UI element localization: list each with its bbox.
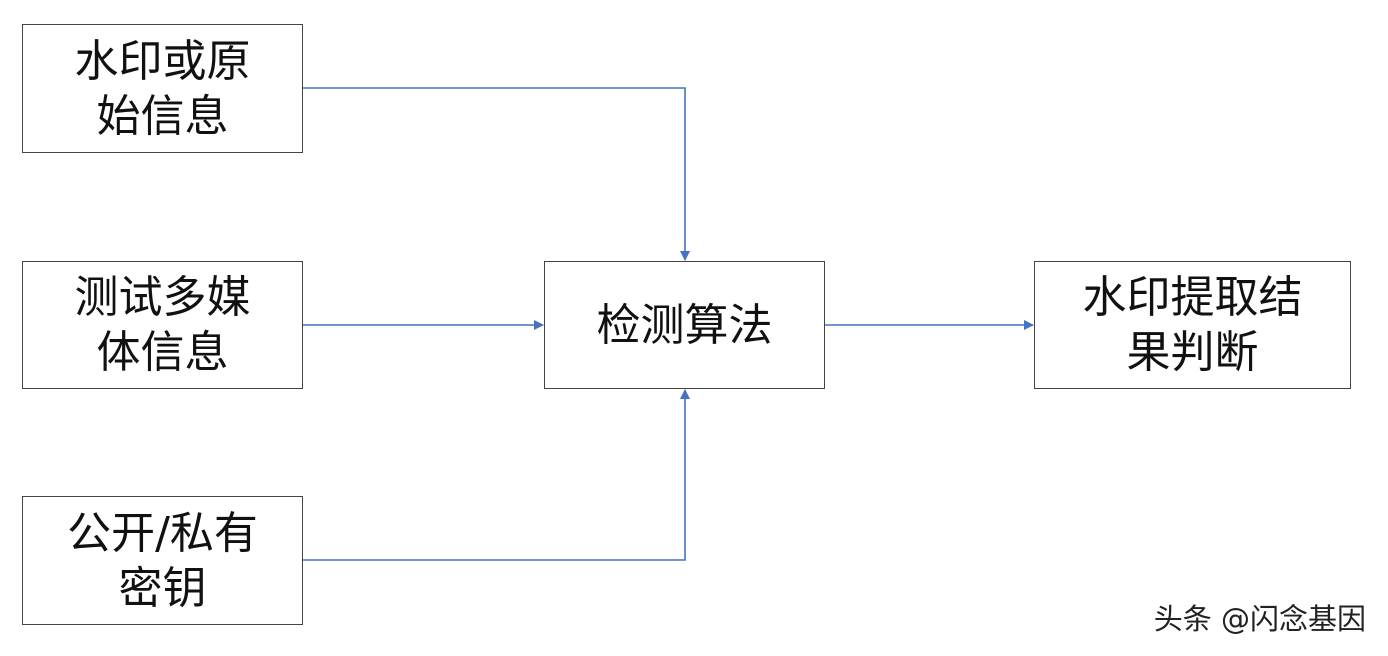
arrow-watermark-to-algorithm <box>303 87 690 261</box>
test-media-line-2: 体信息 <box>96 327 229 378</box>
source-watermark: 头条 @闪念基因 <box>1153 602 1366 636</box>
extraction-result-line-2: 果判断 <box>1126 327 1259 378</box>
watermark-info-line-2: 始信息 <box>96 90 229 142</box>
extraction-result-line-1: 水印提取结 <box>1082 272 1303 323</box>
detection-algorithm-box: 检测算法 <box>544 261 825 389</box>
watermark-info-line-1: 水印或原 <box>74 35 251 87</box>
watermark-info-box: 水印或原 始信息 <box>22 24 303 153</box>
test-media-line-1: 测试多媒 <box>74 272 251 323</box>
test-media-box: 测试多媒 体信息 <box>22 261 303 389</box>
extraction-result-box: 水印提取结 果判断 <box>1034 261 1351 389</box>
key-line-1: 公开/私有 <box>67 507 258 559</box>
key-line-2: 密钥 <box>118 562 207 614</box>
detection-algorithm-label: 检测算法 <box>596 299 773 351</box>
arrow-key-to-algorithm <box>303 389 690 561</box>
key-box: 公开/私有 密钥 <box>22 496 303 625</box>
